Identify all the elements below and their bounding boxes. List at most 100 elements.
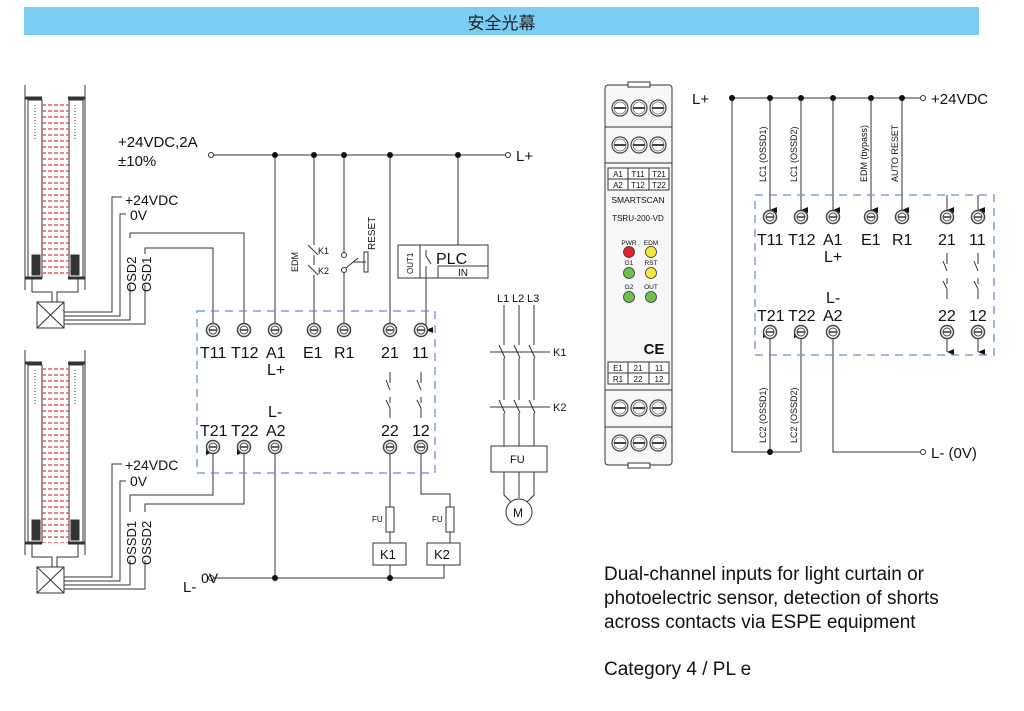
led-g2 xyxy=(623,291,635,303)
dev-lbl-r1: R1 xyxy=(613,375,624,384)
wire-label-edm-bypass: EDM (bypass) xyxy=(859,125,869,182)
term-r1: R1 xyxy=(334,345,355,362)
r-term-a1: A1 xyxy=(823,232,843,249)
wire-label-auto-reset: AUTO RESET xyxy=(890,124,900,182)
r-term-11: 11 xyxy=(969,232,986,249)
description: Dual-channel inputs for light curtain or… xyxy=(604,563,1004,635)
r-term-t21: T21 xyxy=(757,308,785,325)
dev-lbl-22: 22 xyxy=(634,375,643,384)
r-term-a2: A2 xyxy=(823,308,843,325)
category-label: Category 4 / PL e xyxy=(604,659,752,680)
term-a2: A2 xyxy=(266,423,286,440)
r-term-a1-sub: L+ xyxy=(824,249,842,266)
right-lminus: L- (0V) xyxy=(931,445,977,462)
curtain2-out-b: OSSD2 xyxy=(139,521,154,565)
dev-lbl-e1: E1 xyxy=(613,364,623,373)
relay-k1-label: K1 xyxy=(380,547,396,562)
led-out xyxy=(645,291,657,303)
led-label-out: OUT xyxy=(644,284,658,291)
led-label-edm: EDM xyxy=(644,240,658,247)
curtain2-out-a: OSSD1 xyxy=(124,521,139,565)
dev-lbl-a2: A2 xyxy=(613,181,623,190)
dev-lbl-t22: T22 xyxy=(652,181,666,190)
term-a1: A1 xyxy=(266,345,286,362)
contactor-k1: K1 xyxy=(553,347,566,359)
term-11: 11 xyxy=(412,345,429,362)
junction-dots xyxy=(272,152,461,581)
led-label-pwr: PWR xyxy=(621,240,636,247)
relay-k2-label: K2 xyxy=(434,547,450,562)
r-term-t11: T11 xyxy=(757,232,783,249)
term-t12: T12 xyxy=(231,345,259,362)
led-edm xyxy=(645,246,657,258)
zero-v-label: 0V xyxy=(201,570,219,586)
term-t11: T11 xyxy=(200,345,226,362)
curtain1-out-a: OSD2 xyxy=(124,257,139,292)
dev-lbl-a1: A1 xyxy=(613,170,623,179)
ce-mark: CE xyxy=(644,341,665,358)
curtain1-out-b: OSD1 xyxy=(139,257,154,292)
edm-k2: K2 xyxy=(318,266,329,276)
r-term-22: 22 xyxy=(938,308,956,325)
phase-l3: L3 xyxy=(527,293,539,305)
curtain1-0v-label: 0V xyxy=(130,207,148,223)
motor-fuse: FU xyxy=(510,454,525,466)
light-curtain-1 xyxy=(24,85,251,333)
wire-label-lc2-ossd1: LC2 (OSSD1) xyxy=(758,387,768,443)
plc-out1: OUT1 xyxy=(406,252,415,274)
page-title: 安全光幕 xyxy=(467,13,536,34)
motor-circuit xyxy=(490,305,550,526)
reset-label: RESET xyxy=(367,217,378,250)
supply-label: +24VDC,2A xyxy=(118,134,198,151)
description-line: Dual-channel inputs for light curtain or xyxy=(604,564,925,585)
fuse-2-label: FU xyxy=(432,515,443,524)
r-term-21: 21 xyxy=(938,232,956,249)
dev-lbl-t12: T12 xyxy=(631,181,645,190)
edm-k1: K1 xyxy=(318,246,329,256)
term-a1-sub: L+ xyxy=(267,362,285,379)
r-term-t22: T22 xyxy=(788,308,816,325)
description-line: photoelectric sensor, detection of short… xyxy=(604,588,939,609)
curtain2-0v-label: 0V xyxy=(130,473,148,489)
right-supply: +24VDC xyxy=(931,91,988,108)
lminus-label: L- xyxy=(183,579,196,596)
dev-lbl-21: 21 xyxy=(634,364,643,373)
term-a2-sup: L- xyxy=(268,404,282,421)
curtain2-24v-label: +24VDC xyxy=(125,457,178,473)
right-relay-module-box xyxy=(754,194,995,356)
description-line: across contacts via ESPE equipment xyxy=(604,612,916,633)
term-t22: T22 xyxy=(231,423,259,440)
wire-label-lc1-ossd2: LC1 (OSSD2) xyxy=(789,126,799,182)
r-term-r1: R1 xyxy=(892,232,913,249)
light-curtain-2 xyxy=(24,350,245,594)
term-21: 21 xyxy=(381,345,399,362)
safety-relay-device xyxy=(604,81,673,469)
led-pwr xyxy=(623,246,635,258)
led-rst xyxy=(645,267,657,279)
dev-lbl-t21: T21 xyxy=(652,170,666,179)
device-model: TSRU-200-VD xyxy=(612,214,664,223)
supply-tolerance: ±10% xyxy=(118,153,156,170)
title-bar: 安全光幕 xyxy=(24,7,979,35)
led-label-g2: G2 xyxy=(625,284,634,291)
dev-lbl-t11: T11 xyxy=(631,170,645,179)
plc-in: IN xyxy=(458,268,468,279)
dev-lbl-12: 12 xyxy=(655,375,664,384)
phase-l1: L1 xyxy=(497,293,509,305)
edm-label: EDM xyxy=(290,252,300,272)
contactor-k2: K2 xyxy=(553,402,566,414)
curtain1-24v-label: +24VDC xyxy=(125,192,178,208)
wire-label-lc1-ossd1: LC1 (OSSD1) xyxy=(758,126,768,182)
right-lplus: L+ xyxy=(692,91,709,108)
led-label-rst: RST xyxy=(645,260,658,267)
term-12: 12 xyxy=(412,423,430,440)
phase-l2: L2 xyxy=(512,293,524,305)
device-brand: SMARTSCAN xyxy=(611,195,664,205)
r-term-12: 12 xyxy=(969,308,987,325)
r-term-e1: E1 xyxy=(861,232,881,249)
led-g1 xyxy=(623,267,635,279)
term-22: 22 xyxy=(381,423,399,440)
term-e1: E1 xyxy=(303,345,323,362)
r-term-a2-sup: L- xyxy=(826,290,840,307)
